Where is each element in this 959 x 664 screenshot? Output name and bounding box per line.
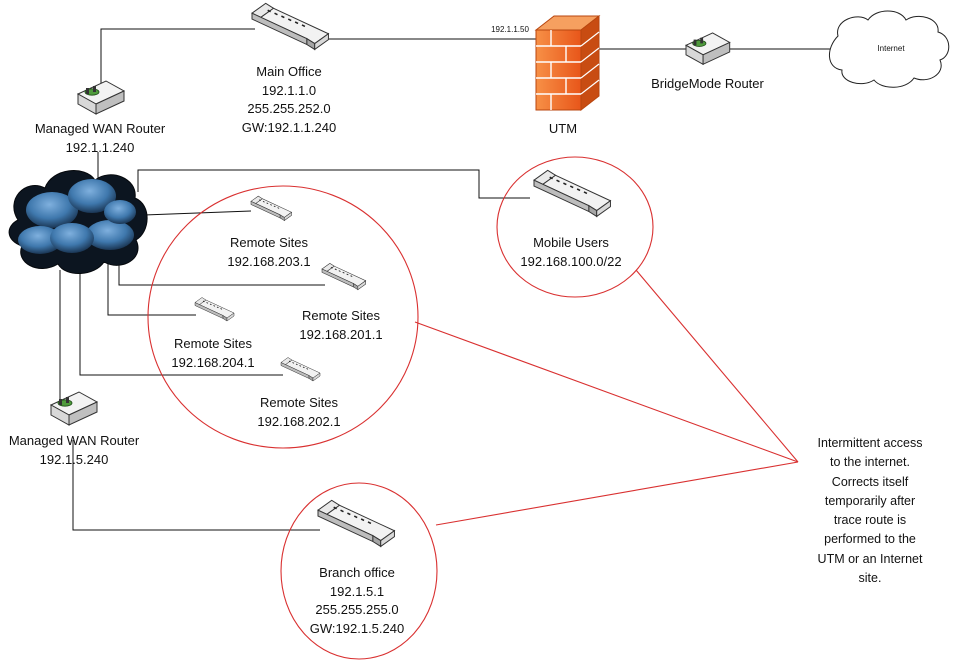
main-office-gateway: GW:192.1.1.240 bbox=[241, 119, 337, 135]
annotation-line-remote bbox=[414, 321, 799, 463]
link-cloud-remote4 bbox=[79, 268, 283, 376]
remote-site-4-switch-icon bbox=[280, 357, 321, 382]
remote-site-3-label: Remote Sites 192.168.204.1 bbox=[158, 335, 268, 372]
remote-site-2-ip: 192.168.201.1 bbox=[299, 326, 383, 342]
link-wanrouter-mainoffice bbox=[100, 28, 255, 86]
annotation-circle-mobile-users bbox=[496, 156, 654, 298]
link-cloud-mobileusers bbox=[137, 169, 530, 199]
remote-site-1-name: Remote Sites bbox=[229, 235, 309, 250]
wan-router-bottom-name: Managed WAN Router bbox=[8, 433, 140, 448]
branch-office-ip: 192.1.5.1 bbox=[329, 583, 385, 599]
main-office-mask: 255.255.252.0 bbox=[247, 101, 331, 116]
bridge-router-icon bbox=[685, 32, 731, 65]
wan-router-top-icon bbox=[77, 80, 125, 115]
internet-cloud-icon bbox=[829, 10, 950, 88]
wan-router-bottom-label: Managed WAN Router 192.1.5.240 bbox=[0, 432, 148, 469]
remote-site-3-switch-icon bbox=[194, 297, 235, 322]
remote-site-2-switch-icon bbox=[321, 262, 367, 291]
main-office-switch-icon bbox=[251, 2, 330, 51]
internet-label: Internet bbox=[877, 44, 905, 53]
remote-site-1-ip: 192.168.203.1 bbox=[227, 253, 311, 269]
wan-router-bottom-ip: 192.1.5.240 bbox=[39, 451, 109, 467]
issue-note-line-4: temporarily after bbox=[824, 493, 916, 508]
branch-office-label: Branch office 192.1.5.1 255.255.255.0 GW… bbox=[292, 564, 422, 638]
annotation-line-branch bbox=[435, 461, 799, 526]
branch-office-name: Branch office bbox=[319, 565, 395, 580]
issue-note-line-8: site. bbox=[858, 571, 882, 586]
wan-router-bottom-icon bbox=[50, 391, 98, 426]
remote-site-3-name: Remote Sites bbox=[173, 336, 253, 351]
link-cloud-remote3 bbox=[107, 264, 196, 316]
branch-office-switch-icon bbox=[317, 499, 396, 548]
mobile-users-label: Mobile Users 192.168.100.0/22 bbox=[506, 234, 636, 271]
remote-site-4-name: Remote Sites bbox=[259, 395, 339, 410]
wan-router-top-ip: 192.1.1.240 bbox=[65, 139, 135, 155]
branch-office-gateway: GW:192.1.5.240 bbox=[309, 620, 405, 636]
wan-router-top-name: Managed WAN Router bbox=[34, 121, 166, 136]
annotation-group bbox=[147, 156, 799, 660]
remote-site-3-ip: 192.168.204.1 bbox=[171, 354, 255, 370]
issue-note-line-7: UTM or an Internet bbox=[817, 551, 923, 566]
remote-site-2-label: Remote Sites 192.168.201.1 bbox=[286, 307, 396, 344]
issue-note-line-5: trace route is bbox=[833, 513, 907, 528]
remote-site-4-ip: 192.168.202.1 bbox=[257, 413, 341, 429]
mobile-users-ip: 192.168.100.0/22 bbox=[520, 253, 622, 269]
wan-cloud-icon bbox=[8, 170, 148, 274]
link-cloud-remote1 bbox=[143, 210, 252, 216]
issue-note: Intermittent access to the internet. Cor… bbox=[785, 434, 955, 588]
remote-site-1-switch-icon bbox=[250, 195, 292, 221]
branch-office-mask: 255.255.255.0 bbox=[315, 602, 399, 617]
utm-ip-label: 192.1.1.50 bbox=[491, 25, 529, 34]
issue-note-line-1: Intermittent access bbox=[817, 436, 923, 450]
annotation-circle-branch-office bbox=[280, 482, 438, 660]
wan-router-top-label: Managed WAN Router 192.1.1.240 bbox=[20, 120, 180, 157]
main-office-label: Main Office 192.1.1.0 255.255.252.0 GW:1… bbox=[224, 63, 354, 137]
utm-label: UTM bbox=[548, 121, 578, 136]
mobile-users-switch-icon bbox=[533, 169, 612, 218]
utm-firewall-icon bbox=[534, 14, 601, 112]
main-office-network: 192.1.1.0 bbox=[261, 82, 317, 98]
remote-site-2-name: Remote Sites bbox=[301, 308, 381, 323]
bridge-router-label: BridgeMode Router bbox=[651, 76, 764, 91]
issue-note-line-6: performed to the bbox=[824, 532, 916, 547]
connection-lines bbox=[59, 28, 830, 531]
annotation-circle-remote-sites bbox=[147, 185, 419, 449]
link-wanrouter2-branch bbox=[72, 440, 320, 531]
remote-site-1-label: Remote Sites 192.168.203.1 bbox=[214, 234, 324, 271]
mobile-users-name: Mobile Users bbox=[533, 235, 609, 250]
remote-site-4-label: Remote Sites 192.168.202.1 bbox=[244, 394, 354, 431]
main-office-name: Main Office bbox=[256, 64, 322, 79]
issue-note-line-2: to the internet. bbox=[830, 455, 910, 470]
issue-note-line-3: Corrects itself bbox=[831, 474, 909, 489]
annotation-line-mobile bbox=[635, 269, 799, 463]
